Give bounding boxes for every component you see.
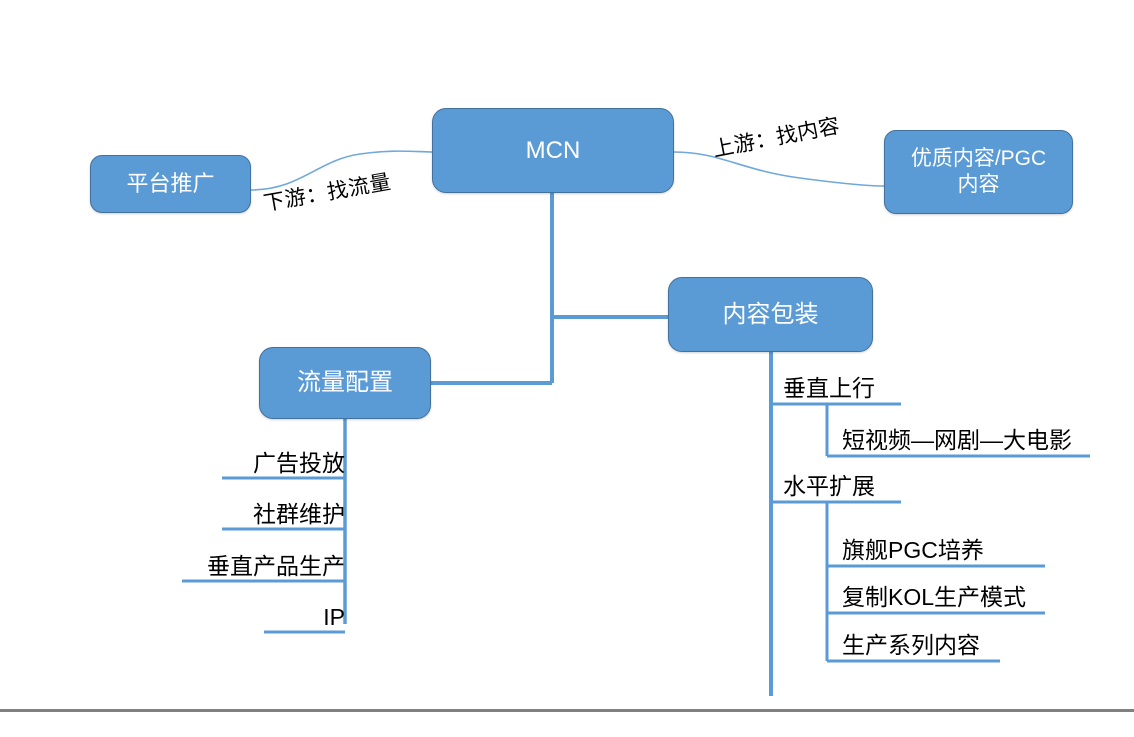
leaf-shortvideo-webseries-film[interactable]: 短视频—网剧—大电影 [842,427,1072,453]
leaf-vertical-product-production[interactable]: 垂直产品生产 [207,553,345,579]
node-platform-promotion[interactable]: 平台推广 [90,155,251,213]
connector-mcn-to-right [673,151,885,187]
leaf-community-maintenance[interactable]: 社群维护 [253,501,345,527]
leaf-vertical-upward[interactable]: 垂直上行 [783,375,875,401]
node-content-packaging-label: 内容包装 [722,300,819,328]
leaf-ad-placement[interactable]: 广告投放 [253,450,345,476]
node-quality-pgc-content[interactable]: 优质内容/PGC 内容 [884,130,1073,214]
edge-label-downstream: 下游：找流量 [261,170,393,216]
node-mcn[interactable]: MCN [432,108,674,193]
leaf-ip[interactable]: IP [323,604,345,630]
node-quality-pgc-content-label: 优质内容/PGC 内容 [911,146,1046,199]
node-platform-promotion-label: 平台推广 [126,171,215,197]
leaf-replicate-kol-production-model[interactable]: 复制KOL生产模式 [842,584,1027,610]
node-quality-pgc-line1: 优质内容/PGC [910,146,1047,170]
bottom-divider [0,709,1134,712]
leaf-flagship-pgc-cultivation[interactable]: 旗舰PGC培养 [842,537,984,563]
node-mcn-label: MCN [525,136,581,164]
node-content-packaging[interactable]: 内容包装 [668,277,873,352]
node-traffic-config[interactable]: 流量配置 [259,347,431,419]
node-traffic-config-label: 流量配置 [297,369,393,396]
leaf-produce-series-content[interactable]: 生产系列内容 [842,632,980,658]
node-quality-pgc-line2: 内容 [957,173,1000,196]
edge-label-upstream: 上游：找内容 [710,114,842,162]
leaf-horizontal-expansion[interactable]: 水平扩展 [783,473,875,499]
